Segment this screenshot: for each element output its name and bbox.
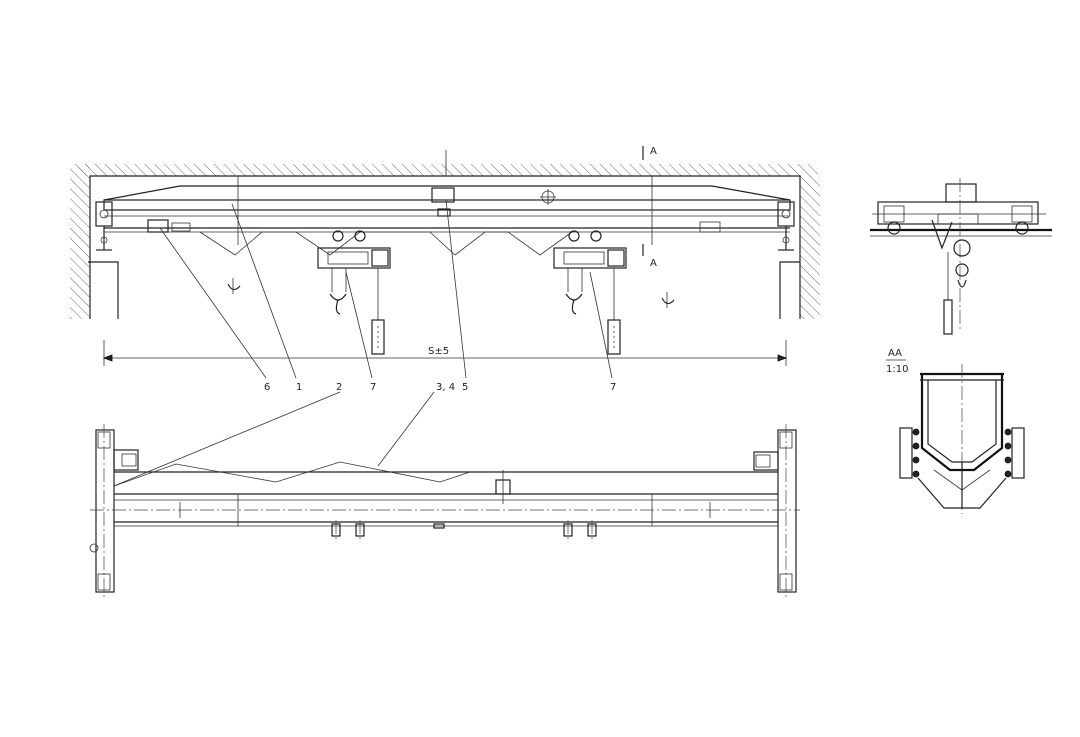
callout-leaders: [113, 199, 613, 487]
section-bolts: [912, 428, 1012, 478]
end-carriage-right: [699, 201, 795, 251]
hoist-left: [317, 230, 391, 355]
span-dimension: [102, 340, 788, 366]
trolley-wheels: [331, 520, 597, 540]
front-elevation: A A S±5 6 1 2 7 3, 4 5 7: [70, 146, 820, 487]
end-carriage-left: [95, 201, 191, 251]
section-scale: 1:10: [886, 364, 908, 375]
callout-7a: 7: [370, 382, 376, 393]
section-mark-top: A: [650, 146, 657, 157]
callout-2: 2: [336, 382, 342, 393]
callout-1: 1: [296, 382, 302, 393]
building-wall-hatching: [70, 164, 820, 319]
callout-5: 5: [462, 382, 468, 393]
plan-view: [89, 424, 800, 598]
callout-7b: 7: [610, 382, 616, 393]
callout-3-4: 3, 4: [436, 382, 455, 393]
section-aa: AA 1:10: [886, 348, 1025, 514]
rotation-arrow-icon: [227, 278, 675, 308]
section-mark-bottom: A: [650, 258, 657, 269]
section-cut-line: [445, 146, 644, 256]
callout-6: 6: [264, 382, 270, 393]
main-girder: [103, 176, 791, 256]
section-title: AA: [888, 348, 902, 359]
span-dimension-label: S±5: [428, 346, 449, 357]
side-view: [870, 178, 1052, 335]
hoist-right: [553, 230, 627, 355]
